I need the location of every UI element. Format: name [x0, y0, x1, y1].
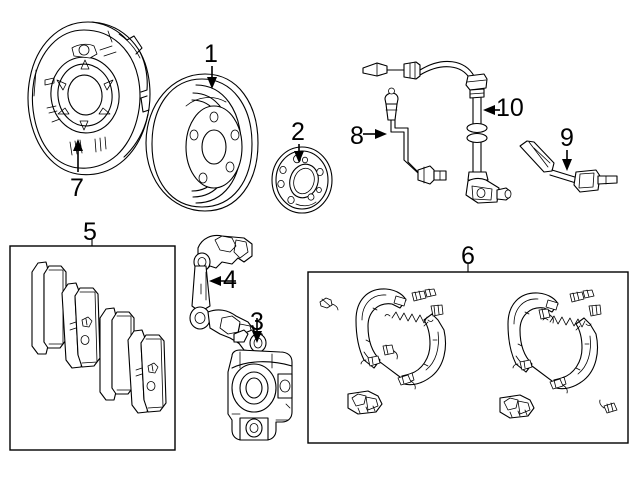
leader-line-10 [483, 105, 500, 115]
leader-line-1 [207, 66, 217, 89]
part-caliper-mounting-bracket[interactable] [189, 234, 255, 345]
callout-number-10[interactable]: 10 [496, 94, 524, 122]
part-brake-backing-plate-splash-shield[interactable] [27, 21, 151, 176]
callout-number-5[interactable]: 5 [83, 218, 97, 246]
part-brake-caliper[interactable] [227, 329, 293, 441]
leader-line-4 [209, 276, 236, 286]
callout-number-7[interactable]: 7 [70, 174, 84, 202]
callout-number-6[interactable]: 6 [461, 242, 475, 270]
callout-number-8[interactable]: 8 [350, 122, 364, 150]
callout-number-4[interactable]: 4 [223, 266, 237, 294]
part-abs-speed-sensor-short[interactable] [519, 140, 618, 193]
brake-pad [99, 307, 135, 401]
brake-pad [61, 282, 101, 369]
leader-line-2 [294, 144, 304, 163]
part-brake-pad-wear-sensor[interactable] [362, 60, 475, 185]
part-wheel-hub-flange[interactable] [271, 146, 333, 214]
leader-line-9 [562, 150, 572, 171]
part-abs-wheel-speed-sensor[interactable] [465, 73, 512, 204]
brake-shoe-hardware-assembly [499, 289, 618, 419]
leader-line-3 [252, 318, 262, 343]
callout-number-9[interactable]: 9 [560, 124, 574, 152]
group-box-parking-brake-hardware[interactable] [307, 271, 629, 444]
part-brake-rotor-disc[interactable] [145, 73, 259, 212]
brake-shoe-hardware-assembly [319, 288, 447, 415]
callout-number-3[interactable]: 3 [250, 308, 264, 336]
brake-pad [127, 329, 167, 414]
group-box-brake-pad-set[interactable] [9, 245, 176, 451]
callout-number-2[interactable]: 2 [291, 118, 305, 146]
leader-line-8 [363, 129, 387, 139]
callout-number-1[interactable]: 1 [204, 40, 218, 68]
brake-pad [31, 261, 67, 355]
leader-line-7 [73, 139, 83, 172]
